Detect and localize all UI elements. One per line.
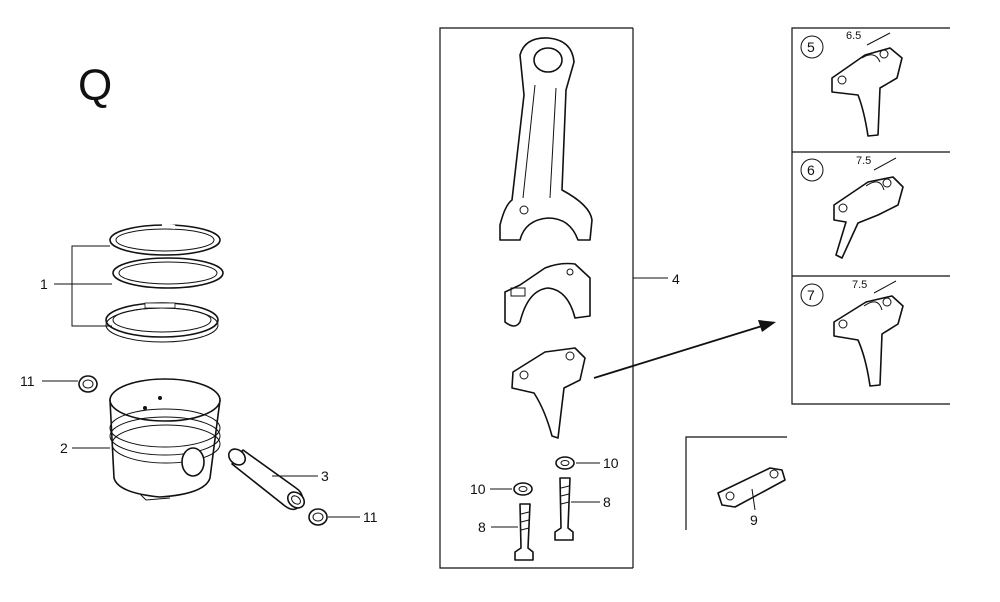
bolt-right [554,477,574,541]
washer-left [513,482,533,496]
label-7: 7 [807,287,815,303]
label-6: 6 [807,162,815,178]
dimension-7: 7.5 [852,279,867,291]
rod-cap [504,262,591,327]
circle-7 [800,283,824,307]
piston-pin [227,448,306,511]
arrow-to-variants [593,325,763,379]
connecting-rod [499,37,593,241]
piston [109,378,221,501]
label-1: 1 [40,276,48,292]
leader-rings [71,245,112,327]
washer-right [555,456,575,470]
lock-plate [717,467,786,508]
variant-box [791,27,950,405]
dimension-5: 6.5 [846,30,861,42]
label-11-right: 11 [363,509,378,525]
circlip-left [78,375,98,393]
label-10-right: 10 [603,455,619,471]
dipper-variant-7 [833,295,904,387]
label-5: 5 [807,39,815,55]
conrod-box [439,27,633,569]
label-8-right: 8 [603,494,611,510]
circle-6 [800,158,824,182]
label-10-left: 10 [470,481,486,497]
circlip-right [308,508,328,526]
label-4: 4 [672,271,680,287]
label-11-left: 11 [20,373,35,389]
dipper-variant-5 [831,47,903,137]
circle-5 [800,35,824,59]
dimension-6: 7.5 [856,155,871,167]
label-9: 9 [750,512,758,528]
dipper-variant-6 [833,176,904,259]
oil-dipper [511,347,586,439]
label-8-left: 8 [478,519,486,535]
label-2: 2 [60,440,68,456]
bolt-left [514,503,534,561]
plate-box [685,436,787,530]
section-letter: Q [78,61,112,110]
piston-rings [105,223,224,343]
label-3: 3 [321,468,329,484]
